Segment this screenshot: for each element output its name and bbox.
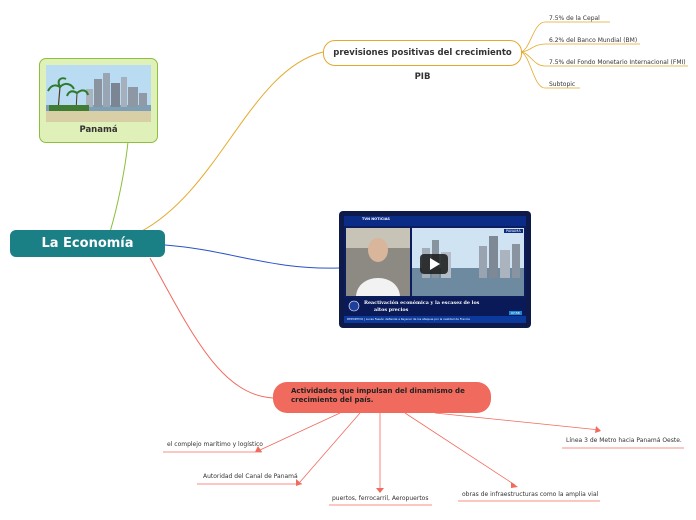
previsiones-topic[interactable]: previsiones positivas del crecimiento PI…: [323, 40, 522, 82]
link-panama: [109, 141, 129, 233]
panama-card[interactable]: Panamá: [39, 58, 158, 143]
panama-skyline-image: [46, 65, 151, 122]
leaf-banco-mundial[interactable]: 6.2% del Banco Mundial (BM): [549, 37, 638, 44]
leaf-infraestructuras[interactable]: obras de infraestructuras como la amplia…: [462, 491, 599, 498]
leaf-canal-panama[interactable]: Autoridad del Canal de Panamá: [203, 473, 298, 480]
leaf-linea-3-metro[interactable]: Línea 3 de Metro hacia Panamá Oeste.: [566, 437, 682, 444]
leaf-cepal[interactable]: 7.5% de la Cepal: [549, 15, 600, 22]
video-channel: TVN NOTICIAS: [362, 217, 390, 221]
video-time: 07:58: [509, 311, 522, 315]
video-ticker: DEPORTIVO | Lucas Fassón defiende a Keys…: [347, 317, 470, 321]
link-video: [164, 244, 340, 269]
link-previsiones: [139, 51, 324, 233]
link-actividades: [149, 257, 274, 399]
leaf-complejo-maritimo[interactable]: el complejo marítimo y logístico: [167, 441, 263, 448]
leaf-subtopic[interactable]: Subtopic: [549, 81, 576, 88]
panama-label: Panamá: [79, 125, 118, 135]
actividades-topic[interactable]: Actividades que impulsan del dinamismo d…: [273, 382, 491, 413]
leaf-puertos[interactable]: puertos, ferrocarril, Aeropuertos: [332, 495, 429, 502]
video-tag: PANAMÁ: [504, 229, 523, 233]
video-headline-2: altos precios: [374, 307, 409, 313]
video-thumbnail[interactable]: TVN NOTICIAS PANAMÁ Reactivación económi…: [339, 211, 531, 328]
video-headline-1: Reactivación económica y la escasez de l…: [364, 300, 480, 306]
leaf-fmi[interactable]: 7.5% del Fondo Monetario Internacional (…: [549, 59, 686, 66]
central-topic[interactable]: La Economía Panameña: [10, 230, 165, 278]
